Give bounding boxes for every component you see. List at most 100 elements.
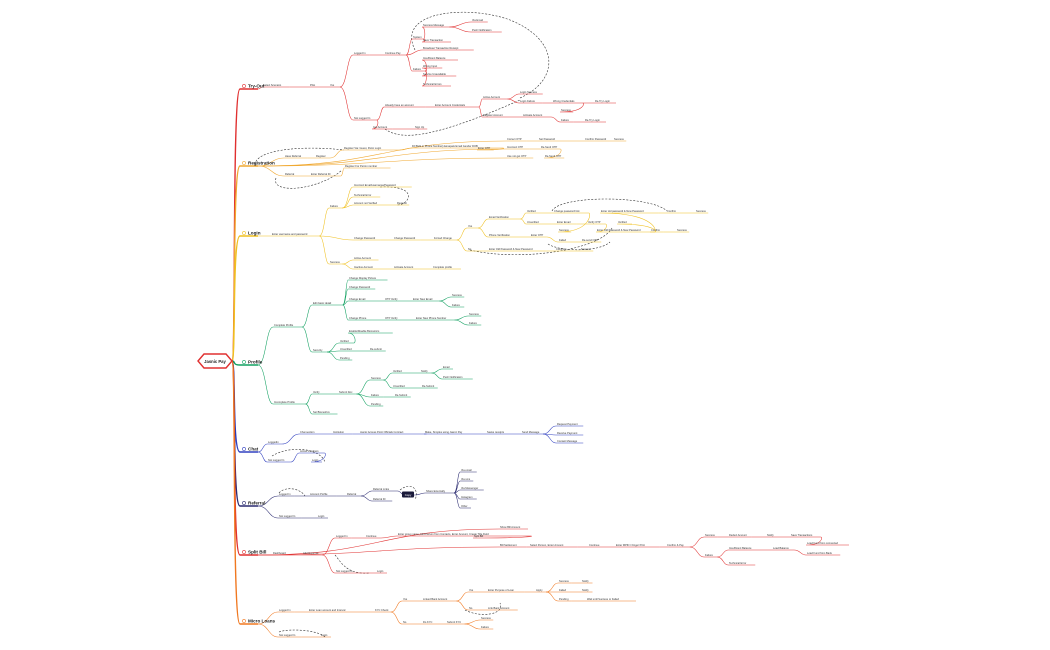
topic-label[interactable]: No	[468, 247, 472, 251]
topic-label[interactable]: Incorrect OTP	[507, 145, 523, 149]
topic-label[interactable]: Use not get OTP	[507, 154, 527, 158]
topic-label[interactable]: Change Password	[349, 285, 371, 289]
topic-label[interactable]: Confirm & Pay	[667, 543, 684, 547]
topic-label[interactable]: Request	[397, 201, 407, 205]
topic-label[interactable]: Failed	[559, 588, 567, 592]
topic-label[interactable]: OTP Verify	[385, 316, 398, 320]
topic-label[interactable]: Not Logged In	[336, 569, 353, 573]
topic-label[interactable]: Logged In	[336, 534, 348, 538]
topic-label[interactable]: Enter OTP	[531, 233, 544, 237]
topic-label[interactable]: Success	[330, 260, 341, 264]
topic-label[interactable]: Pending	[340, 356, 350, 360]
topic-label[interactable]: Save Transactions	[791, 533, 813, 537]
topic-label[interactable]: Logged In	[279, 608, 291, 612]
topic-label[interactable]: Notify	[767, 533, 774, 537]
topic-label[interactable]: Load Balance	[773, 546, 789, 550]
topic-label[interactable]: Register Account	[483, 113, 503, 117]
topic-label[interactable]: Enter old password & New Password	[601, 209, 644, 213]
topic-label[interactable]: Send Message	[522, 430, 540, 434]
topic-label[interactable]: Re-submit	[370, 347, 382, 351]
topic-label[interactable]: Institution	[333, 430, 345, 434]
topic-label[interactable]: Not Logged In	[279, 514, 296, 518]
topic-label[interactable]: Confirm Password	[585, 137, 607, 141]
topic-label[interactable]: Success	[581, 247, 592, 251]
topic-label[interactable]: Via email	[461, 468, 472, 472]
topic-label[interactable]: KYC Check	[375, 608, 389, 612]
root-node[interactable]: Jasnic Pay	[197, 353, 233, 369]
topic-label[interactable]: Enter Account Credentials	[435, 103, 466, 107]
topic-label[interactable]: Active Account	[354, 256, 371, 260]
topic-label[interactable]: Re-Submit	[422, 384, 435, 388]
topic-label[interactable]: Select Person, Enter Amount	[530, 543, 564, 547]
topic-label[interactable]: Select Scenario	[263, 83, 282, 87]
topic-label[interactable]: Instagram	[461, 495, 473, 499]
topic-label[interactable]: Success	[614, 137, 625, 141]
branch-label-try-out[interactable]: Try-Out	[248, 84, 265, 89]
topic-label[interactable]: Enter Purpose of Loan	[488, 588, 515, 592]
topic-label[interactable]: Insufficient Balance	[423, 56, 446, 60]
topic-label[interactable]: Bill Settlement	[500, 543, 517, 547]
topic-label[interactable]: Yes	[468, 224, 473, 228]
topic-label[interactable]: Loggedin	[268, 440, 279, 444]
topic-label[interactable]: Success	[677, 228, 688, 232]
topic-label[interactable]: Success	[559, 228, 570, 232]
topic-label[interactable]: Login	[377, 569, 384, 573]
topic-label[interactable]: Re-Try Login	[595, 99, 610, 103]
topic-label[interactable]: Enter New Phone Number	[416, 316, 446, 320]
topic-label[interactable]: Activate Account	[394, 265, 413, 269]
topic-label[interactable]: Activate Account	[523, 113, 542, 117]
topic-label[interactable]: Via sms	[461, 477, 471, 481]
topic-label[interactable]: Wrong Credentials	[553, 99, 575, 103]
topic-label[interactable]: Push Notification	[472, 28, 492, 32]
branch-label-registration[interactable]: Registration	[248, 161, 275, 166]
topic-label[interactable]: Pending	[371, 402, 381, 406]
topic-label[interactable]: Enter Old Password & New Password	[597, 228, 641, 232]
topic-label[interactable]: Complete profile	[433, 265, 452, 269]
topic-label[interactable]: Yes	[469, 588, 474, 592]
topic-label[interactable]: Yes	[330, 83, 335, 87]
topic-label[interactable]: Linked Bank Account	[423, 597, 448, 601]
topic-label[interactable]: Failure	[452, 303, 460, 307]
topic-label[interactable]: Technical Error	[354, 193, 371, 197]
topic-label[interactable]: Incorrect Email/username/Password	[354, 183, 396, 187]
topic-label[interactable]: Verified	[527, 209, 536, 213]
topic-label[interactable]: Referral ID	[373, 497, 386, 501]
topic-label[interactable]: System	[413, 35, 422, 39]
topic-label[interactable]: Not Logged In	[268, 458, 285, 462]
topic-label[interactable]: Technical Errors	[423, 82, 442, 86]
topic-label[interactable]: Re-Try Login	[585, 118, 600, 122]
branch-label-split-bill[interactable]: Split Bill	[248, 550, 266, 555]
topic-label[interactable]: Wait until Success or Failed	[587, 597, 619, 601]
topic-label[interactable]: Failure	[481, 625, 489, 629]
topic-label[interactable]: No	[403, 620, 407, 624]
topic-label[interactable]: Technical Error	[729, 561, 746, 565]
topic-label[interactable]: Contact Message	[557, 439, 578, 443]
topic-label[interactable]: Incomplete Profile	[274, 400, 295, 404]
topic-label[interactable]: OTP Verify	[385, 297, 398, 301]
topic-label[interactable]: Email Verification	[489, 215, 509, 219]
topic-label[interactable]: Not Logged In	[279, 633, 296, 637]
topic-label[interactable]: Edit basic detail	[313, 301, 332, 305]
topic-label[interactable]: Seeks receipts	[487, 430, 505, 434]
copy-badge[interactable]	[402, 491, 414, 498]
topic-label[interactable]: Enter group name, Add Person from Contac…	[398, 532, 489, 536]
topic-label[interactable]: Enter New Email	[413, 297, 433, 301]
topic-label[interactable]: Failure	[561, 118, 569, 122]
topic-label[interactable]: Dashboard	[273, 551, 286, 555]
topic-label[interactable]: Referral	[285, 172, 295, 176]
topic-label[interactable]: Enter OTP	[478, 146, 491, 150]
topic-label[interactable]: Forced Change	[434, 236, 452, 240]
topic-label[interactable]: Enter Referral ID	[311, 172, 331, 176]
topic-label[interactable]: Success	[371, 376, 382, 380]
topic-label[interactable]: Enter username and password	[272, 232, 308, 236]
topic-label[interactable]: Save Transaction	[423, 38, 444, 42]
topic-label[interactable]: Notify	[582, 588, 589, 592]
topic-label[interactable]: Receive Payment	[557, 431, 578, 435]
topic-label[interactable]: Other	[461, 504, 468, 508]
topic-label[interactable]: Not Logged In	[354, 116, 371, 120]
topic-label[interactable]: No	[469, 606, 473, 610]
topic-label[interactable]: Account Profile	[310, 492, 328, 496]
branch-label-login[interactable]: Login	[248, 231, 261, 236]
topic-label[interactable]: Failure	[371, 393, 379, 397]
topic-label[interactable]: Service Unavailable	[423, 72, 446, 76]
